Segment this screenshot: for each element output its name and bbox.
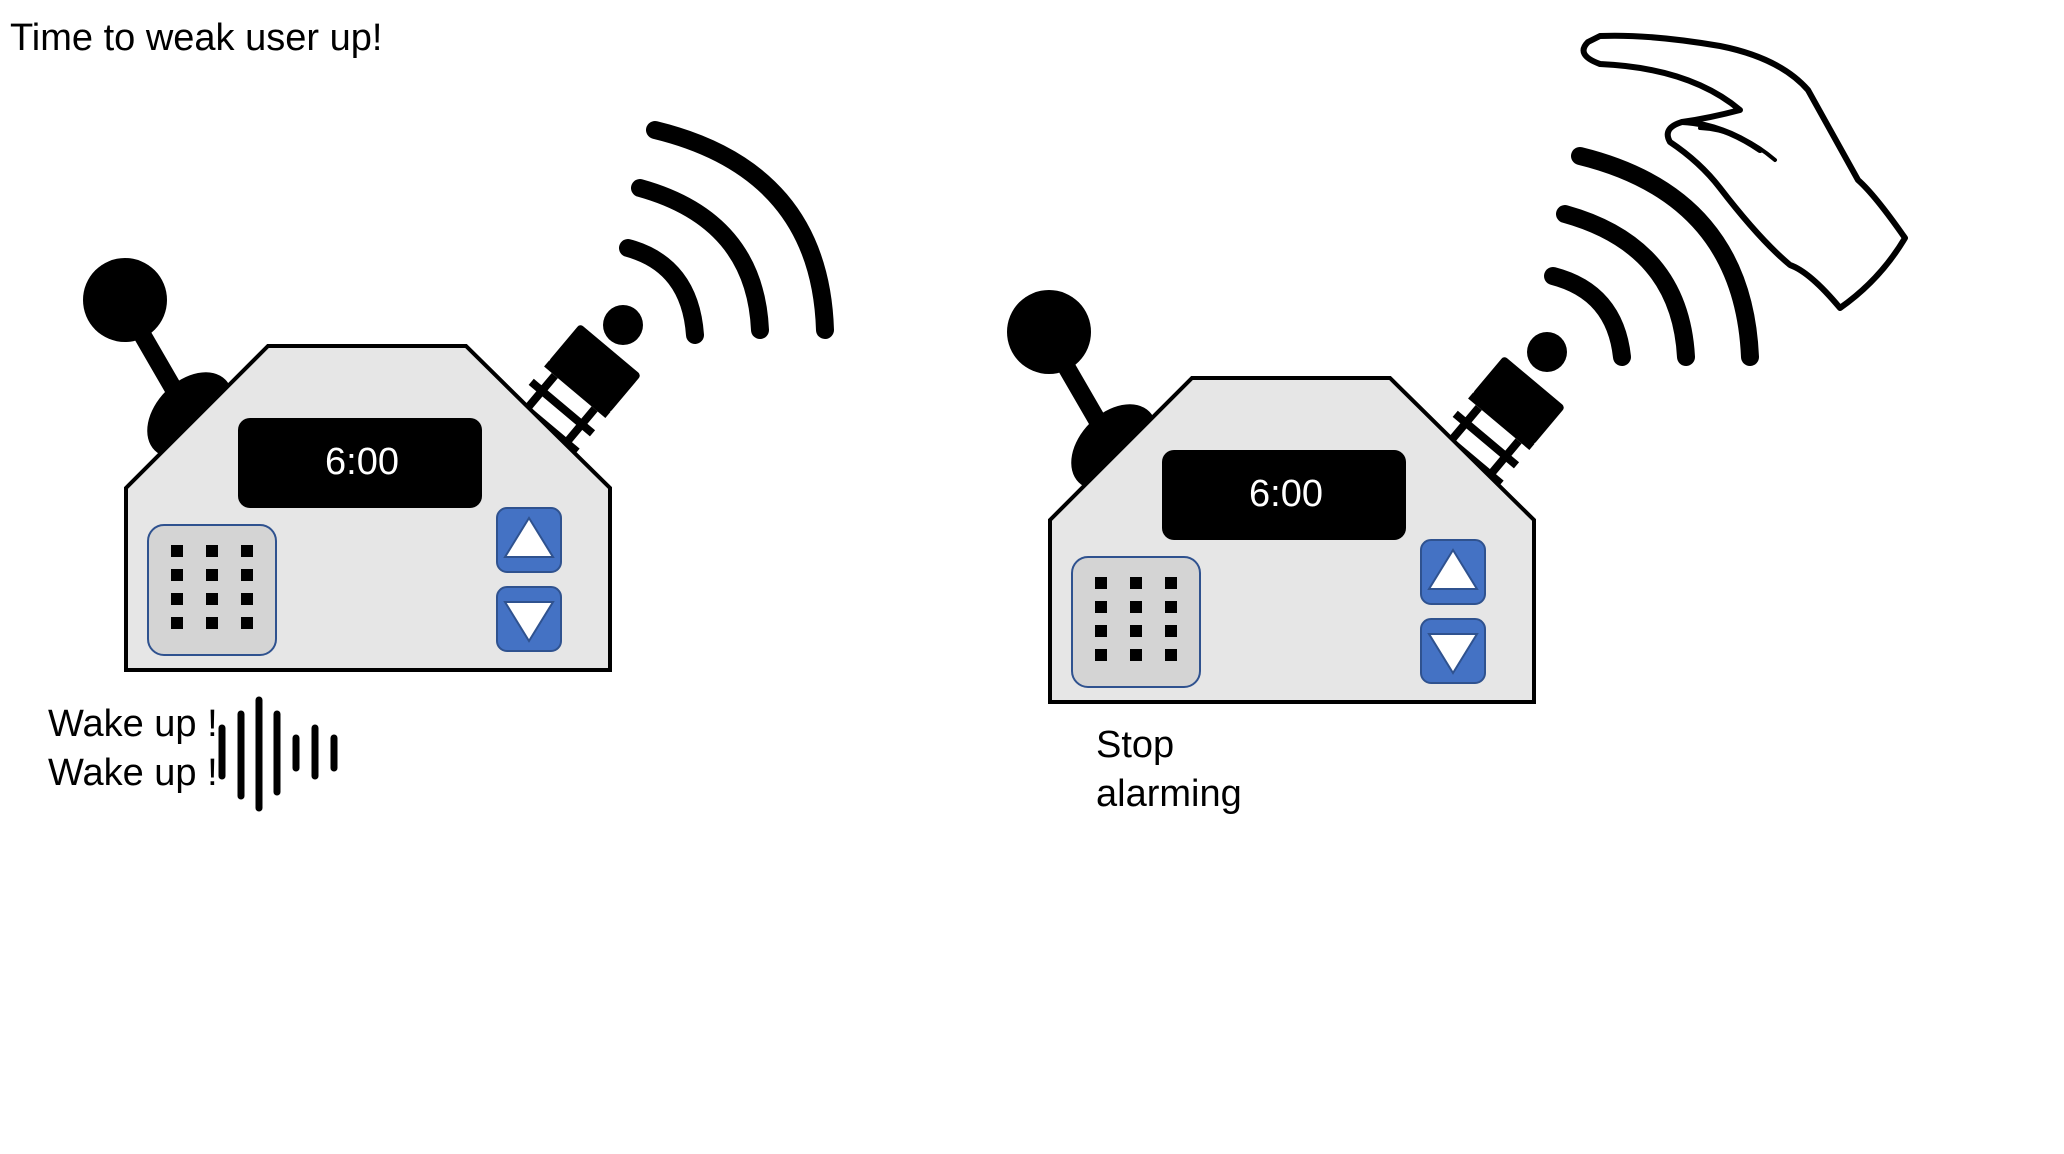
stop-alarming-line-2: alarming bbox=[1096, 773, 1242, 815]
left-clock-display-time: 6:00 bbox=[325, 441, 399, 483]
page-title: Time to weak user up! bbox=[10, 17, 383, 59]
wake-up-line-1: Wake up ! bbox=[48, 703, 218, 745]
right-clock-display-time: 6:00 bbox=[1249, 473, 1323, 515]
wake-up-line-2: Wake up ! bbox=[48, 752, 218, 794]
left-wireless-signal-icon bbox=[603, 121, 834, 345]
sound-wave-icon bbox=[218, 696, 338, 812]
hand-wave-icon bbox=[1580, 32, 1908, 311]
right-wireless-signal-icon bbox=[1527, 147, 1759, 372]
stop-alarming-line-1: Stop bbox=[1096, 724, 1175, 766]
